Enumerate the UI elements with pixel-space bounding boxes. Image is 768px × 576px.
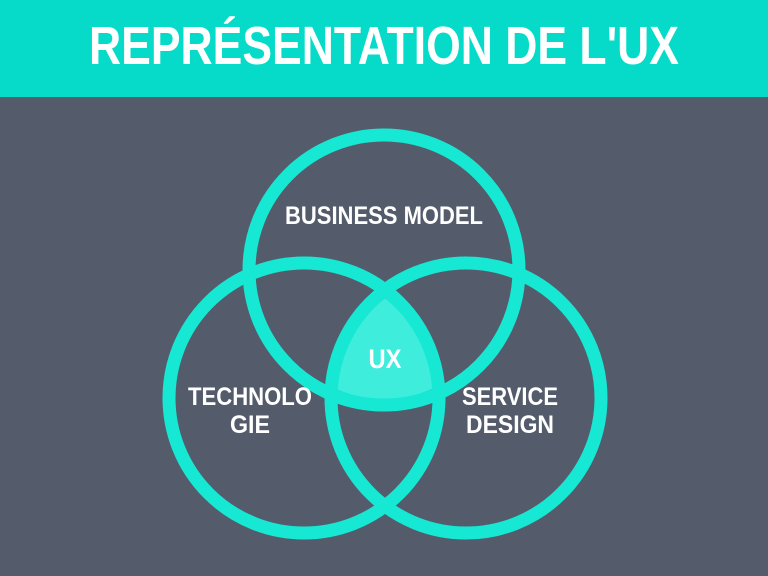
venn-diagram: BUSINESS MODEL TECHNOLO GIE SERVICE DESI… <box>0 97 768 576</box>
label-service-design-line2: DESIGN <box>466 411 554 439</box>
title-banner: REPRÉSENTATION DE L'UX <box>0 0 768 97</box>
venn-canvas: BUSINESS MODEL TECHNOLO GIE SERVICE DESI… <box>162 128 608 540</box>
label-ux-center: UX <box>369 344 402 374</box>
title-banner-canvas: REPRÉSENTATION DE L'UX <box>89 16 679 76</box>
label-service-design-line1: SERVICE <box>462 383 558 411</box>
page-title: REPRÉSENTATION DE L'UX <box>89 16 679 76</box>
ux-intersection-fill <box>337 298 433 400</box>
circle-service-design <box>324 256 608 540</box>
label-technologie-line1: TECHNOLO <box>188 383 312 411</box>
label-technologie-line2: GIE <box>230 411 270 439</box>
label-business-model: BUSINESS MODEL <box>285 202 483 230</box>
circle-technologie <box>162 256 446 540</box>
